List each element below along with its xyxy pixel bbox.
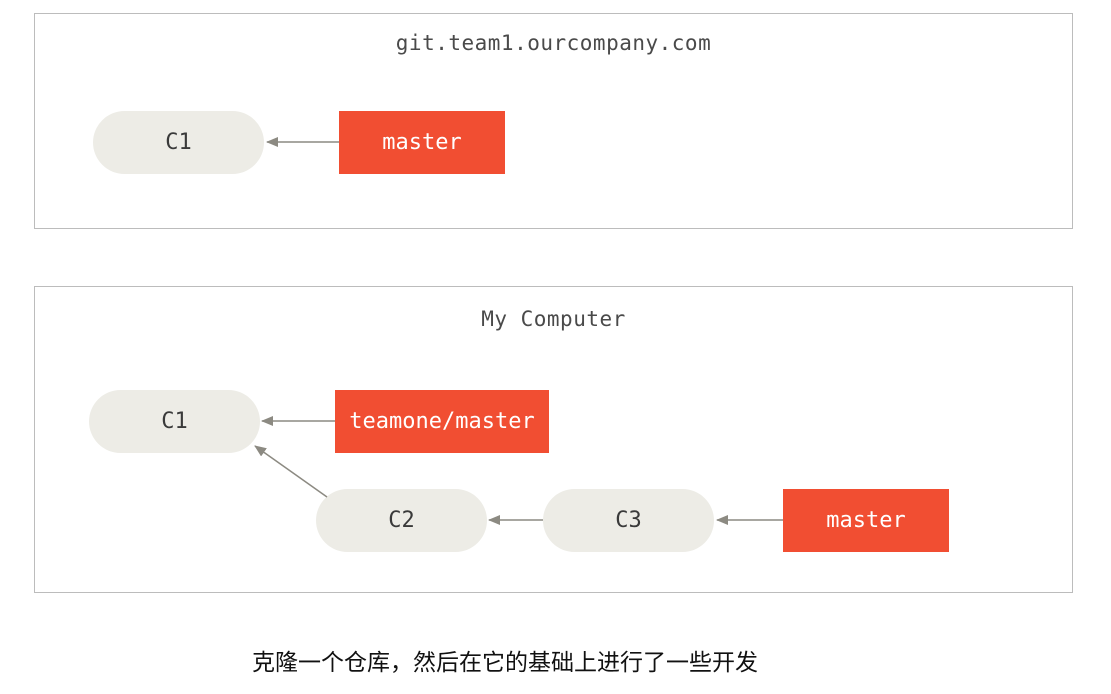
figure-caption: 克隆一个仓库，然后在它的基础上进行了一些开发	[252, 650, 758, 676]
local-branch-master: master	[783, 489, 949, 552]
local-repository-title: My Computer	[481, 307, 626, 331]
remote-repository-title: git.team1.ourcompany.com	[395, 31, 712, 55]
local-branch-teamone-master: teamone/master	[335, 390, 549, 453]
remote-commit-c1: C1	[93, 111, 264, 174]
remote-branch-master: master	[339, 111, 505, 174]
local-commit-c2: C2	[316, 489, 487, 552]
local-commit-c1: C1	[89, 390, 260, 453]
local-commit-c3: C3	[543, 489, 714, 552]
